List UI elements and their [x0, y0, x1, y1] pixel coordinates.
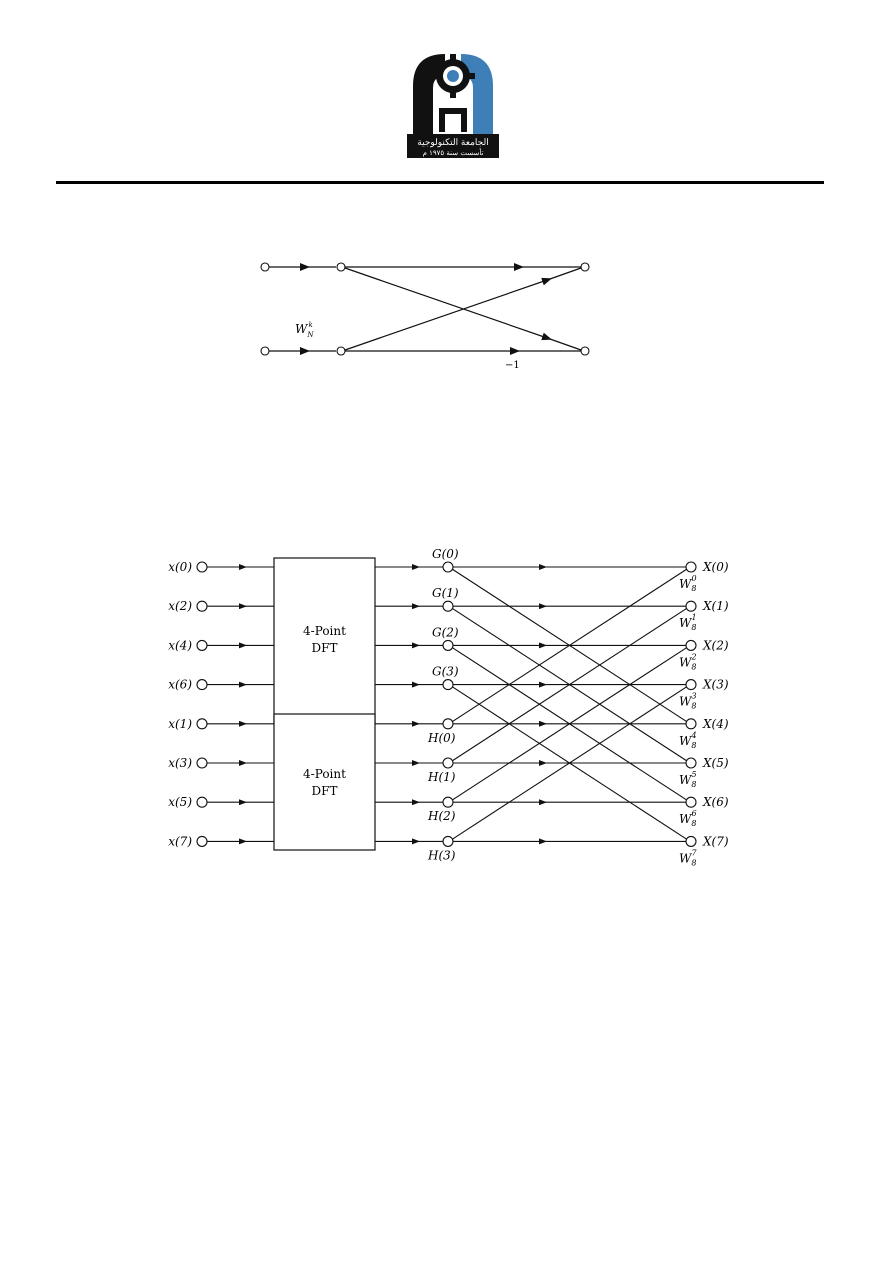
fft-output-label: X(0) — [702, 560, 729, 574]
dft-box-even — [273, 557, 376, 725]
fft-input-label: x(7) — [168, 834, 192, 848]
fft-output-node — [685, 796, 697, 808]
university-arch-gear-logo-icon: الجامعة التكنولوجية تأسست سنة ١٩٧٥ م — [407, 54, 499, 158]
fft-h-label: H(3) — [427, 848, 456, 862]
logo-subtext: تأسست سنة ١٩٧٥ م — [423, 146, 484, 157]
fft-cross-up-branch — [451, 568, 688, 723]
fft-twiddle-label: W87 — [679, 848, 697, 867]
butterfly-weight-label: WNk — [295, 321, 314, 339]
fft-output-node — [685, 679, 697, 691]
fft-g-label: G(0) — [432, 547, 459, 561]
fft-output-node — [685, 639, 697, 651]
fft-flow-diagram: 4-Point DFT 4-Point DFT x(0) X(0) W80 x(2) X… — [150, 540, 750, 870]
fft-output-label: X(6) — [702, 795, 729, 809]
fft-input-node — [196, 639, 208, 651]
fft-mid-node — [442, 757, 454, 769]
university-logo: الجامعة التكنولوجية تأسست سنة ١٩٧٥ م — [405, 48, 501, 160]
fft-output-node — [685, 757, 697, 769]
fft-input-node — [196, 561, 208, 573]
fft-output-node — [685, 835, 697, 847]
dft-box-even-line1: 4-Point — [303, 624, 346, 638]
fft-h-label: H(0) — [427, 731, 456, 745]
fft-input-label: x(0) — [168, 560, 192, 574]
fft-input-node — [196, 718, 208, 730]
fft-h-label: H(1) — [427, 770, 456, 784]
dft-box-odd-line2: DFT — [312, 784, 338, 798]
fft-input-node — [196, 796, 208, 808]
fft-input-label: x(1) — [168, 717, 192, 731]
fft-mid-node — [442, 835, 454, 847]
fft-cross-up-branch — [451, 607, 688, 762]
fft-input-label: x(3) — [168, 756, 192, 770]
fft-cross-up-branch — [451, 686, 688, 840]
fft-output-label: X(4) — [702, 717, 729, 731]
butterfly-input-node — [260, 262, 270, 272]
fft-twiddle-label: W84 — [679, 731, 697, 750]
butterfly-mid-node — [336, 262, 346, 272]
fft-input-node — [196, 679, 208, 691]
butterfly-minus-one-label: −1 — [505, 360, 520, 371]
fft-input-label: x(6) — [168, 678, 192, 692]
logo-text: الجامعة التكنولوجية — [417, 138, 488, 148]
butterfly-output-node — [580, 346, 590, 356]
fft-g-label: G(1) — [432, 586, 459, 600]
fft-mid-node — [442, 561, 454, 573]
header-rule — [56, 181, 824, 184]
fft-twiddle-label: W82 — [679, 652, 697, 671]
fft-mid-node — [442, 796, 454, 808]
fft-output-label: X(2) — [702, 638, 729, 652]
fft-input-node — [196, 600, 208, 612]
fft-twiddle-label: W83 — [679, 692, 697, 711]
fft-input-node — [196, 757, 208, 769]
fft-input-label: x(2) — [168, 599, 192, 613]
fft-output-label: X(7) — [702, 834, 729, 848]
fft-mid-node — [442, 679, 454, 691]
fft-mid-node — [442, 639, 454, 651]
fft-input-label: x(4) — [168, 638, 192, 652]
butterfly-mid-node — [336, 346, 346, 356]
fft-mid-node — [442, 718, 454, 730]
butterfly-diagram: WNk −1 — [250, 255, 610, 385]
dft-box-even-line2: DFT — [312, 641, 338, 655]
fft-input-node — [196, 835, 208, 847]
fft-output-node — [685, 561, 697, 573]
fft-twiddle-label: W81 — [679, 613, 697, 632]
fft-h-label: H(2) — [427, 809, 456, 823]
fft-output-label: X(3) — [702, 678, 729, 692]
dft-box-odd — [273, 713, 376, 851]
butterfly-output-node — [580, 262, 590, 272]
dft-box-odd-line1: 4-Point — [303, 767, 346, 781]
fft-cross-up-branch — [451, 646, 688, 801]
fft-output-label: X(5) — [702, 756, 729, 770]
fft-output-node — [685, 718, 697, 730]
fft-twiddle-label: W86 — [679, 809, 697, 828]
fft-twiddle-label: W80 — [679, 574, 697, 593]
fft-mid-node — [442, 600, 454, 612]
butterfly-cross-down-branch — [344, 267, 552, 341]
butterfly-cross-up-branch — [344, 277, 552, 351]
fft-output-node — [685, 600, 697, 612]
fft-twiddle-label: W85 — [679, 770, 697, 789]
fft-output-label: X(1) — [702, 599, 729, 613]
fft-g-label: G(2) — [432, 625, 459, 639]
fft-g-label: G(3) — [432, 665, 459, 679]
butterfly-input-node — [260, 346, 270, 356]
fft-input-label: x(5) — [168, 795, 192, 809]
